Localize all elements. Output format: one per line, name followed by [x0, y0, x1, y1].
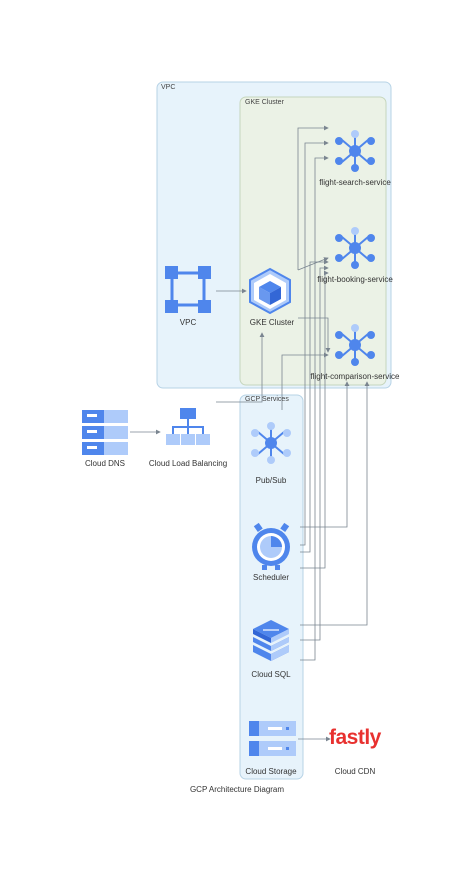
scheduler-icon: [252, 522, 290, 570]
edge-sql-search: [300, 155, 329, 661]
pubsub-icon: [251, 422, 291, 464]
vpc-icon: [165, 266, 211, 313]
edge-pubsub-search: [281, 352, 329, 410]
edge-sched-search: [300, 140, 329, 546]
edge-sql-comparison: [300, 381, 370, 626]
vpc-group-label: VPC: [161, 84, 176, 91]
gke-cluster-label: GKE Cluster: [249, 318, 295, 327]
fastly-logo: fastly: [329, 726, 381, 749]
edge-gke-search: [297, 125, 329, 270]
flight-booking-service-label: flight-booking-service: [317, 275, 393, 284]
cloud-cdn-label: Cloud CDN: [334, 767, 376, 776]
pubsub-label: Pub/Sub: [255, 476, 287, 485]
diagram-caption: GCP Architecture Diagram: [189, 785, 285, 794]
edge-gke-booking: [297, 257, 329, 271]
scheduler-label: Scheduler: [252, 573, 290, 582]
gke-cluster-group-label: GKE Cluster: [245, 99, 284, 106]
edge-gke-comparison: [298, 317, 331, 353]
cloud-dns-icon: [82, 410, 128, 455]
flight-search-service-icon: [335, 130, 375, 172]
flight-comparison-service-label: flight-comparison-service: [310, 372, 400, 381]
gke-cluster-group: [239, 96, 387, 386]
flight-booking-service-icon: [335, 227, 375, 269]
edges: [130, 125, 370, 742]
gke-cluster-icon: [249, 267, 291, 315]
gcp-services-group: [239, 394, 304, 780]
cloud-load-balancing-label: Cloud Load Balancing: [148, 459, 228, 468]
cloud-load-balancing-icon: [166, 408, 210, 445]
vpc-label: VPC: [179, 318, 197, 327]
cloud-storage-label: Cloud Storage: [245, 767, 297, 776]
edge-sched-booking: [300, 259, 329, 553]
edge-sched-search-2: [300, 270, 329, 569]
cloud-storage-icon: [249, 721, 296, 756]
edge-lb-gke: [216, 332, 265, 403]
cloud-sql-icon: [253, 620, 289, 661]
flight-comparison-service-icon: [335, 324, 375, 366]
cloud-sql-label: Cloud SQL: [251, 670, 291, 679]
gcp-services-group-label: GCP Services: [245, 396, 289, 403]
cloud-dns-label: Cloud DNS: [84, 459, 125, 468]
edge-sched-comparison: [300, 381, 350, 528]
flight-search-service-label: flight-search-service: [319, 178, 391, 187]
edge-sql-booking: [300, 265, 329, 641]
